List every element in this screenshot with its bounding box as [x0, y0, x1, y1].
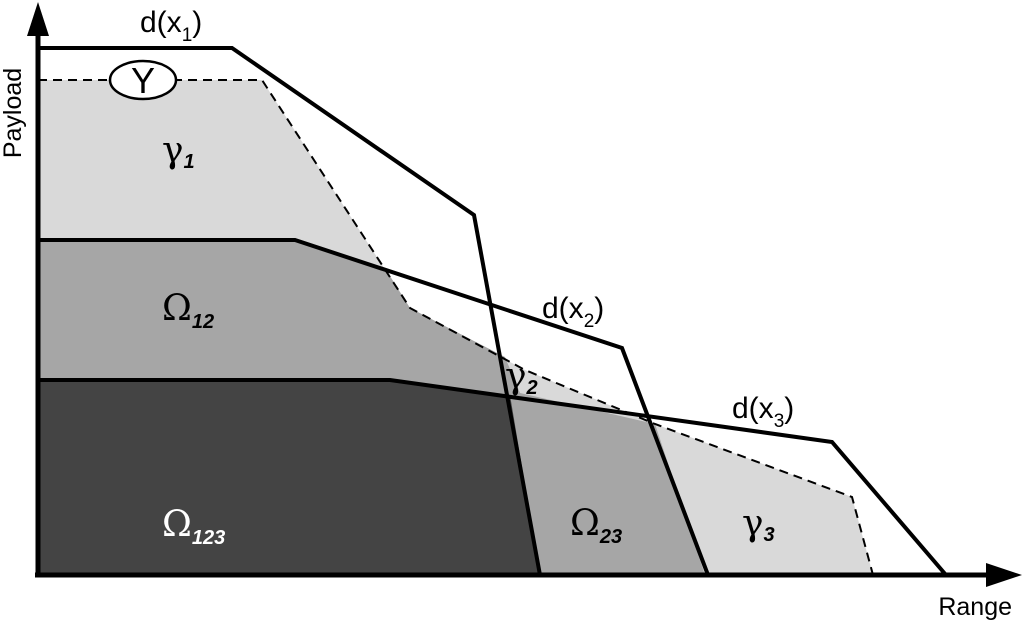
x-axis-arrow-icon	[986, 563, 1022, 587]
x-axis-label: Range	[938, 593, 1012, 621]
envelope-y-marker	[108, 59, 178, 101]
envelope-y-dashed-line	[38, 79, 874, 576]
curve-d-x1-label: d(x1)	[140, 6, 202, 46]
curve-d-x3-label: d(x3)	[732, 392, 794, 432]
region-gamma1-label: γ1	[162, 130, 195, 173]
envelope-y-marker-label: Y	[131, 60, 155, 101]
curve-d-x2-line	[38, 238, 710, 576]
region-gamma3-label: γ3	[742, 503, 775, 546]
region-omega123-dark	[38, 380, 540, 575]
y-axis-label: Payload	[0, 68, 27, 158]
curve-d-x3-line	[38, 378, 948, 577]
y-axis-arrow-icon	[27, 2, 49, 36]
region-gamma2-label: γ2	[505, 356, 538, 399]
region-omega12-label: Ω12	[162, 288, 214, 333]
region-omega23-label: Ω23	[570, 503, 622, 548]
region-omega123-label: Ω123	[162, 504, 225, 549]
curve-d-x2-label: d(x2)	[542, 292, 604, 332]
